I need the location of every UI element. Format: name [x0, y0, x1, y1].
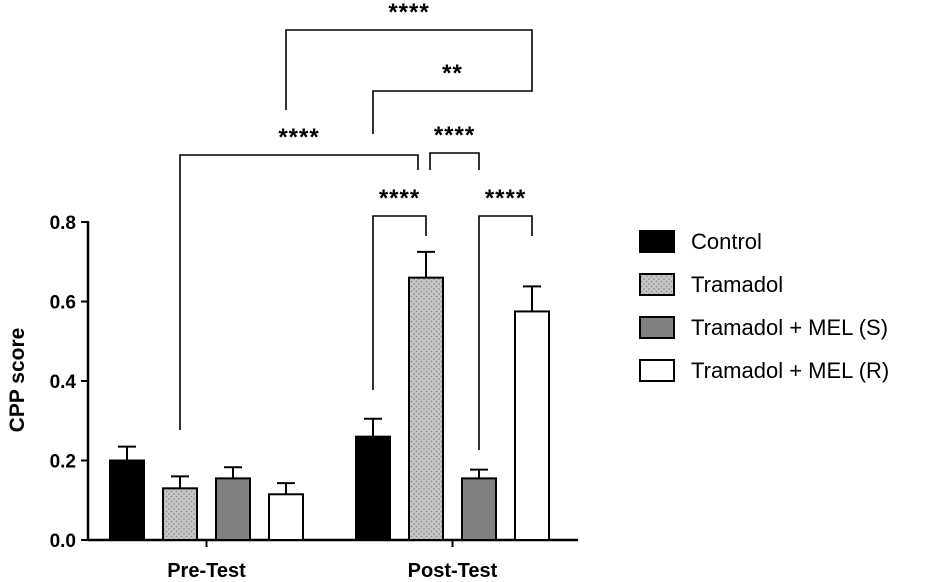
- significance-label: **: [442, 60, 463, 87]
- legend-swatch: [639, 230, 675, 253]
- bar: [355, 435, 391, 541]
- y-tick-label: 0.2: [50, 452, 76, 473]
- significance-bracket: [478, 215, 533, 450]
- significance-bracket: [372, 215, 427, 390]
- bar: [162, 487, 198, 542]
- legend-swatch: [639, 316, 675, 339]
- legend-label: Control: [691, 229, 762, 254]
- legend-label: Tramadol + MEL (R): [691, 358, 889, 383]
- significance-bracket: [285, 29, 533, 110]
- y-tick-label: 0.0: [50, 531, 76, 552]
- bar: [514, 310, 550, 541]
- y-tick-label: 0.8: [50, 213, 76, 234]
- y-tick-label: 0.6: [50, 293, 76, 314]
- significance-bracket: [429, 152, 480, 170]
- bar: [109, 459, 145, 541]
- significance-label: ****: [434, 122, 475, 149]
- legend-swatch: [639, 359, 675, 382]
- y-tick-label: 0.4: [50, 372, 77, 393]
- significance-label: ****: [278, 124, 319, 151]
- x-category-label: Pre-Test: [167, 560, 246, 582]
- bar: [215, 477, 251, 542]
- x-category-label: Post-Test: [408, 560, 498, 582]
- legend-label: Tramadol + MEL (S): [691, 315, 888, 340]
- y-axis-label: CPP score: [6, 328, 29, 433]
- significance-bracket: [179, 154, 419, 430]
- bar: [461, 477, 497, 542]
- significance-label: ****: [379, 185, 420, 212]
- bar: [268, 493, 304, 542]
- bar: [408, 276, 444, 541]
- legend-label: Tramadol: [691, 272, 783, 297]
- significance-label: ****: [485, 185, 526, 212]
- legend-swatch: [639, 273, 675, 296]
- significance-bracket: [372, 70, 533, 134]
- significance-label: ****: [388, 0, 429, 26]
